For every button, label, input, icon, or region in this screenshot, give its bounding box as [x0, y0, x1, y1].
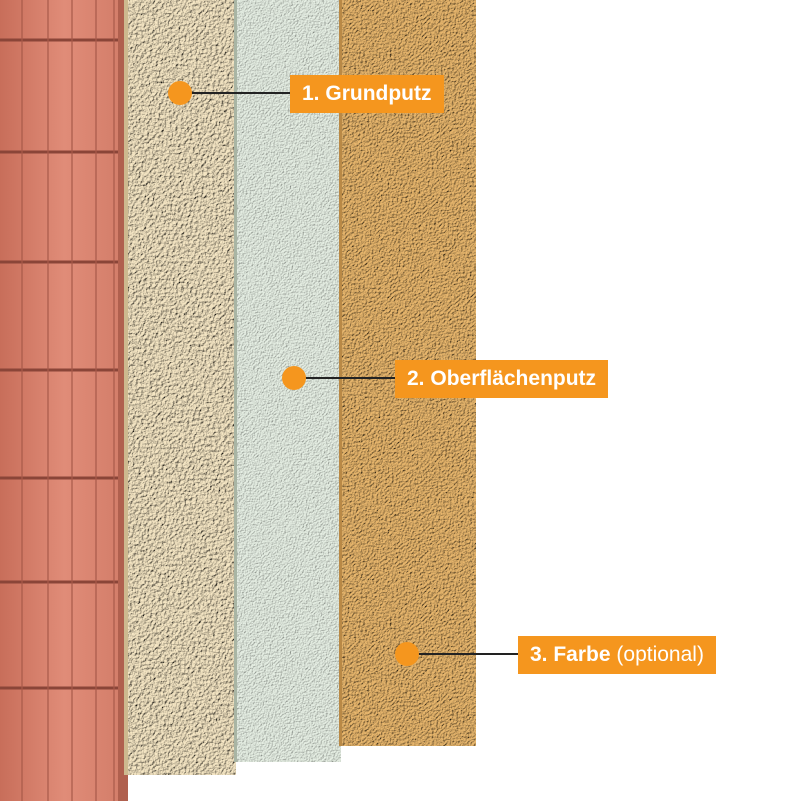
callout-name: Oberflächenputz — [430, 367, 597, 390]
base-plaster-layer — [124, 0, 236, 775]
callout-name: Grundputz — [325, 82, 432, 105]
callout-marker-1 — [168, 81, 292, 105]
callout-marker-2 — [282, 366, 397, 390]
brick-wall — [0, 0, 128, 801]
callout-suffix: (optional) — [616, 643, 704, 666]
callout-label-oberflaechenputz: 2. Oberflächenputz — [395, 360, 609, 398]
callout-marker-3 — [395, 642, 520, 666]
callout-number: 3. — [530, 643, 548, 666]
callout-number: 1. — [302, 82, 320, 105]
callout-number: 2. — [407, 367, 425, 390]
callout-label-grundputz: 1. Grundputz — [290, 75, 444, 113]
callout-name: Farbe — [553, 643, 611, 666]
callout-label-farbe: 3. Farbe (optional) — [518, 636, 716, 674]
